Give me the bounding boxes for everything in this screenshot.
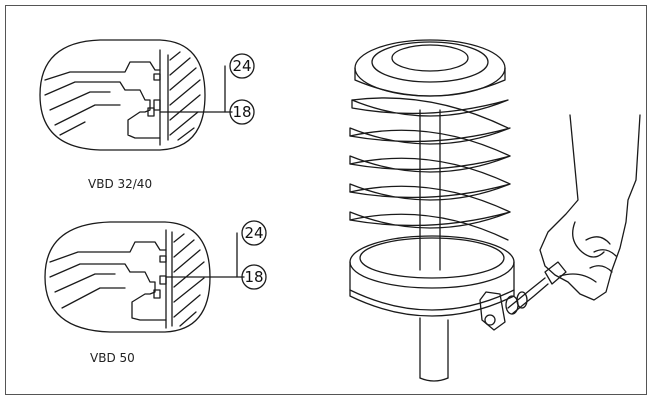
callout-18-bottom-circle <box>241 264 267 290</box>
hand-drawing <box>539 114 641 301</box>
callout-24-bottom-circle <box>241 220 267 246</box>
detail-bottom-outline <box>44 221 211 333</box>
callout-24-top-label: 24 <box>232 57 251 75</box>
spring-assembly <box>349 39 567 382</box>
callout-24-bottom-label: 24 <box>244 224 263 242</box>
callout-18-top-circle <box>229 99 255 125</box>
callout-24-top-circle <box>229 53 255 79</box>
diagram-frame <box>5 5 647 395</box>
callout-18-bottom-label: 18 <box>244 268 263 286</box>
detail-bottom-drawing <box>44 221 245 333</box>
callout-18-top-label: 18 <box>232 103 251 121</box>
detail-top-caption: VBD 32/40 <box>88 177 152 191</box>
detail-top-drawing <box>39 39 233 151</box>
detail-top-outline <box>39 39 206 151</box>
detail-bottom-caption: VBD 50 <box>90 351 135 365</box>
